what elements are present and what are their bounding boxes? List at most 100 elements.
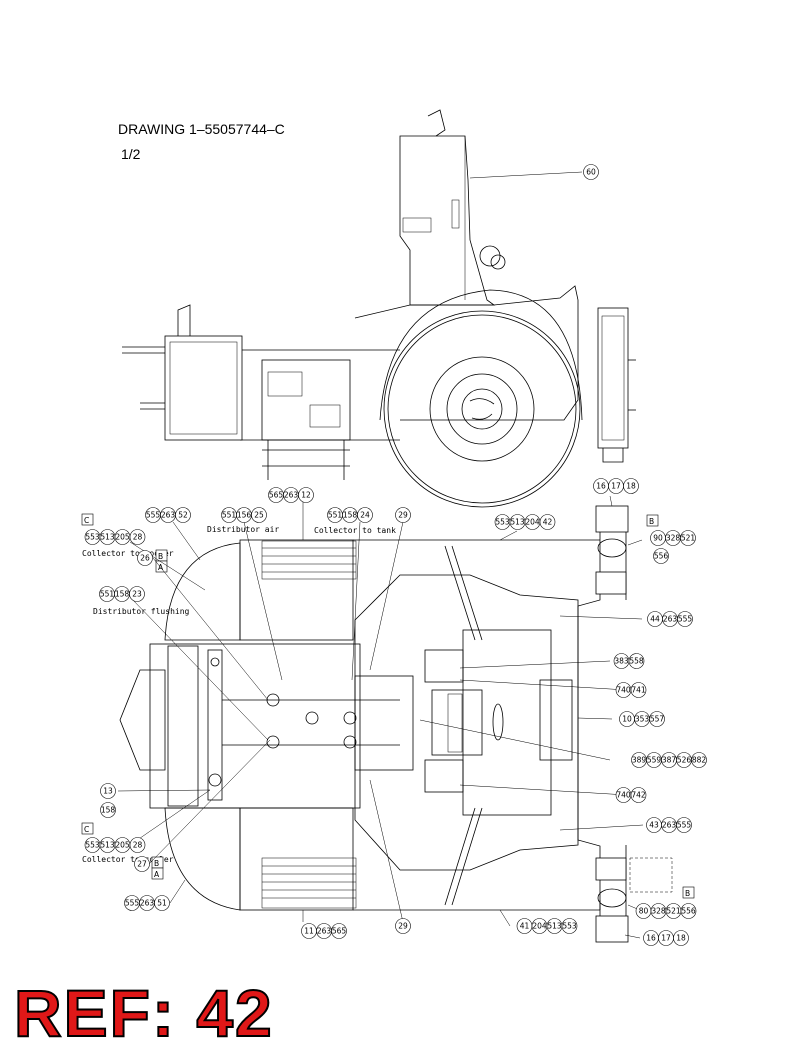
callout-number: 17 — [661, 934, 671, 943]
callout-c13: 13 — [100, 783, 116, 799]
callout-number: 17 — [611, 482, 621, 491]
callout-bubble — [628, 653, 645, 669]
note-collector-cooler-top: Collector to cooler — [82, 549, 174, 558]
leader-lines — [117, 171, 644, 939]
callout-bubble — [298, 487, 314, 503]
drawing-sheet-number: 1/2 — [121, 146, 141, 162]
callout-number: 158 — [115, 590, 130, 599]
callout-number: 41 — [520, 922, 530, 931]
callout-c60: 60 — [583, 164, 599, 180]
callout-number: 27 — [137, 860, 147, 869]
callout-number: 158 — [343, 511, 358, 520]
callout-c29-top: 29 — [395, 507, 411, 523]
callout-bubble — [175, 507, 191, 523]
callout-number: 263 — [317, 927, 332, 936]
callout-number: 16 — [646, 934, 656, 943]
boxed-letter: C — [81, 822, 94, 835]
callout-number: 204 — [532, 922, 547, 931]
callout-bubble — [630, 787, 647, 803]
svg-text:B: B — [649, 517, 654, 526]
callout-number: 553 — [85, 533, 100, 542]
callout-bubble — [539, 514, 556, 530]
callout-number: 565 — [269, 491, 284, 500]
callout-number: 553 — [495, 518, 510, 527]
callout-number: 158 — [101, 806, 116, 815]
callout-bubble — [691, 752, 707, 768]
callout-bubble — [677, 611, 693, 627]
boxed-letter: A — [155, 560, 168, 573]
callout-number: 742 — [631, 791, 646, 800]
callout-number: 553 — [85, 841, 100, 850]
callout-number: 353 — [635, 715, 650, 724]
svg-text:B: B — [685, 889, 690, 898]
callout-c26: 26 — [137, 550, 153, 566]
callout-c16-17-18-bottom: 16 17 18 — [643, 930, 689, 946]
callout-number: 553 — [562, 922, 577, 931]
callout-number: 25 — [254, 511, 264, 520]
callout-bubble — [673, 930, 689, 946]
callout-number: 18 — [676, 934, 686, 943]
callout-number: 882 — [692, 756, 707, 765]
callout-number: 16 — [596, 482, 606, 491]
callout-number: 389 — [632, 756, 647, 765]
callout-number: 383 — [614, 657, 629, 666]
callout-number: 555 — [146, 511, 161, 520]
callout-number: 60 — [586, 168, 596, 177]
callout-bubble — [680, 530, 696, 546]
callout-number: 51 — [157, 899, 167, 908]
callout-c556-top: 556 — [653, 548, 669, 564]
callout-bubble — [676, 817, 692, 833]
callout-bubble — [134, 856, 150, 872]
callout-number: 29 — [398, 511, 408, 520]
callout-number: 263 — [140, 899, 155, 908]
callout-number: 526 — [677, 756, 692, 765]
callout-c158: 158 — [100, 802, 116, 818]
boxed-letters: C B A B C B A B — [81, 513, 695, 899]
callout-number: 513 — [100, 533, 115, 542]
callout-number: 558 — [629, 657, 644, 666]
callout-number: 555 — [125, 899, 140, 908]
callout-c27: 27 — [134, 856, 150, 872]
callout-number: 205 — [115, 841, 130, 850]
callout-number: 551 — [100, 590, 115, 599]
callout-number: 52 — [178, 511, 188, 520]
callout-number: 11 — [304, 927, 314, 936]
callout-number: 741 — [631, 686, 646, 695]
callout-bubble — [630, 682, 647, 698]
callout-number: 263 — [662, 821, 677, 830]
boxed-letter: B — [682, 886, 695, 899]
drawing-title: DRAWING 1–55057744–C — [118, 121, 285, 137]
svg-text:B: B — [154, 859, 159, 868]
note-distributor-flushing: Distributor flushing — [93, 607, 190, 616]
callout-number: 513 — [510, 518, 525, 527]
callout-bubble — [561, 918, 578, 934]
callout-bubble — [583, 164, 599, 180]
callout-number: 551 — [222, 511, 237, 520]
boxed-letter: B — [646, 514, 659, 527]
callout-number: 263 — [161, 511, 176, 520]
callout-bubble — [653, 548, 669, 564]
boxed-letter: B — [151, 856, 164, 869]
callout-number: 28 — [133, 533, 143, 542]
svg-text:C: C — [84, 516, 89, 525]
callout-bubble — [129, 529, 146, 545]
callout-bubble — [100, 802, 116, 818]
callout-bubble — [395, 918, 411, 934]
callout-number: 556 — [681, 907, 696, 916]
callout-number: 387 — [662, 756, 677, 765]
